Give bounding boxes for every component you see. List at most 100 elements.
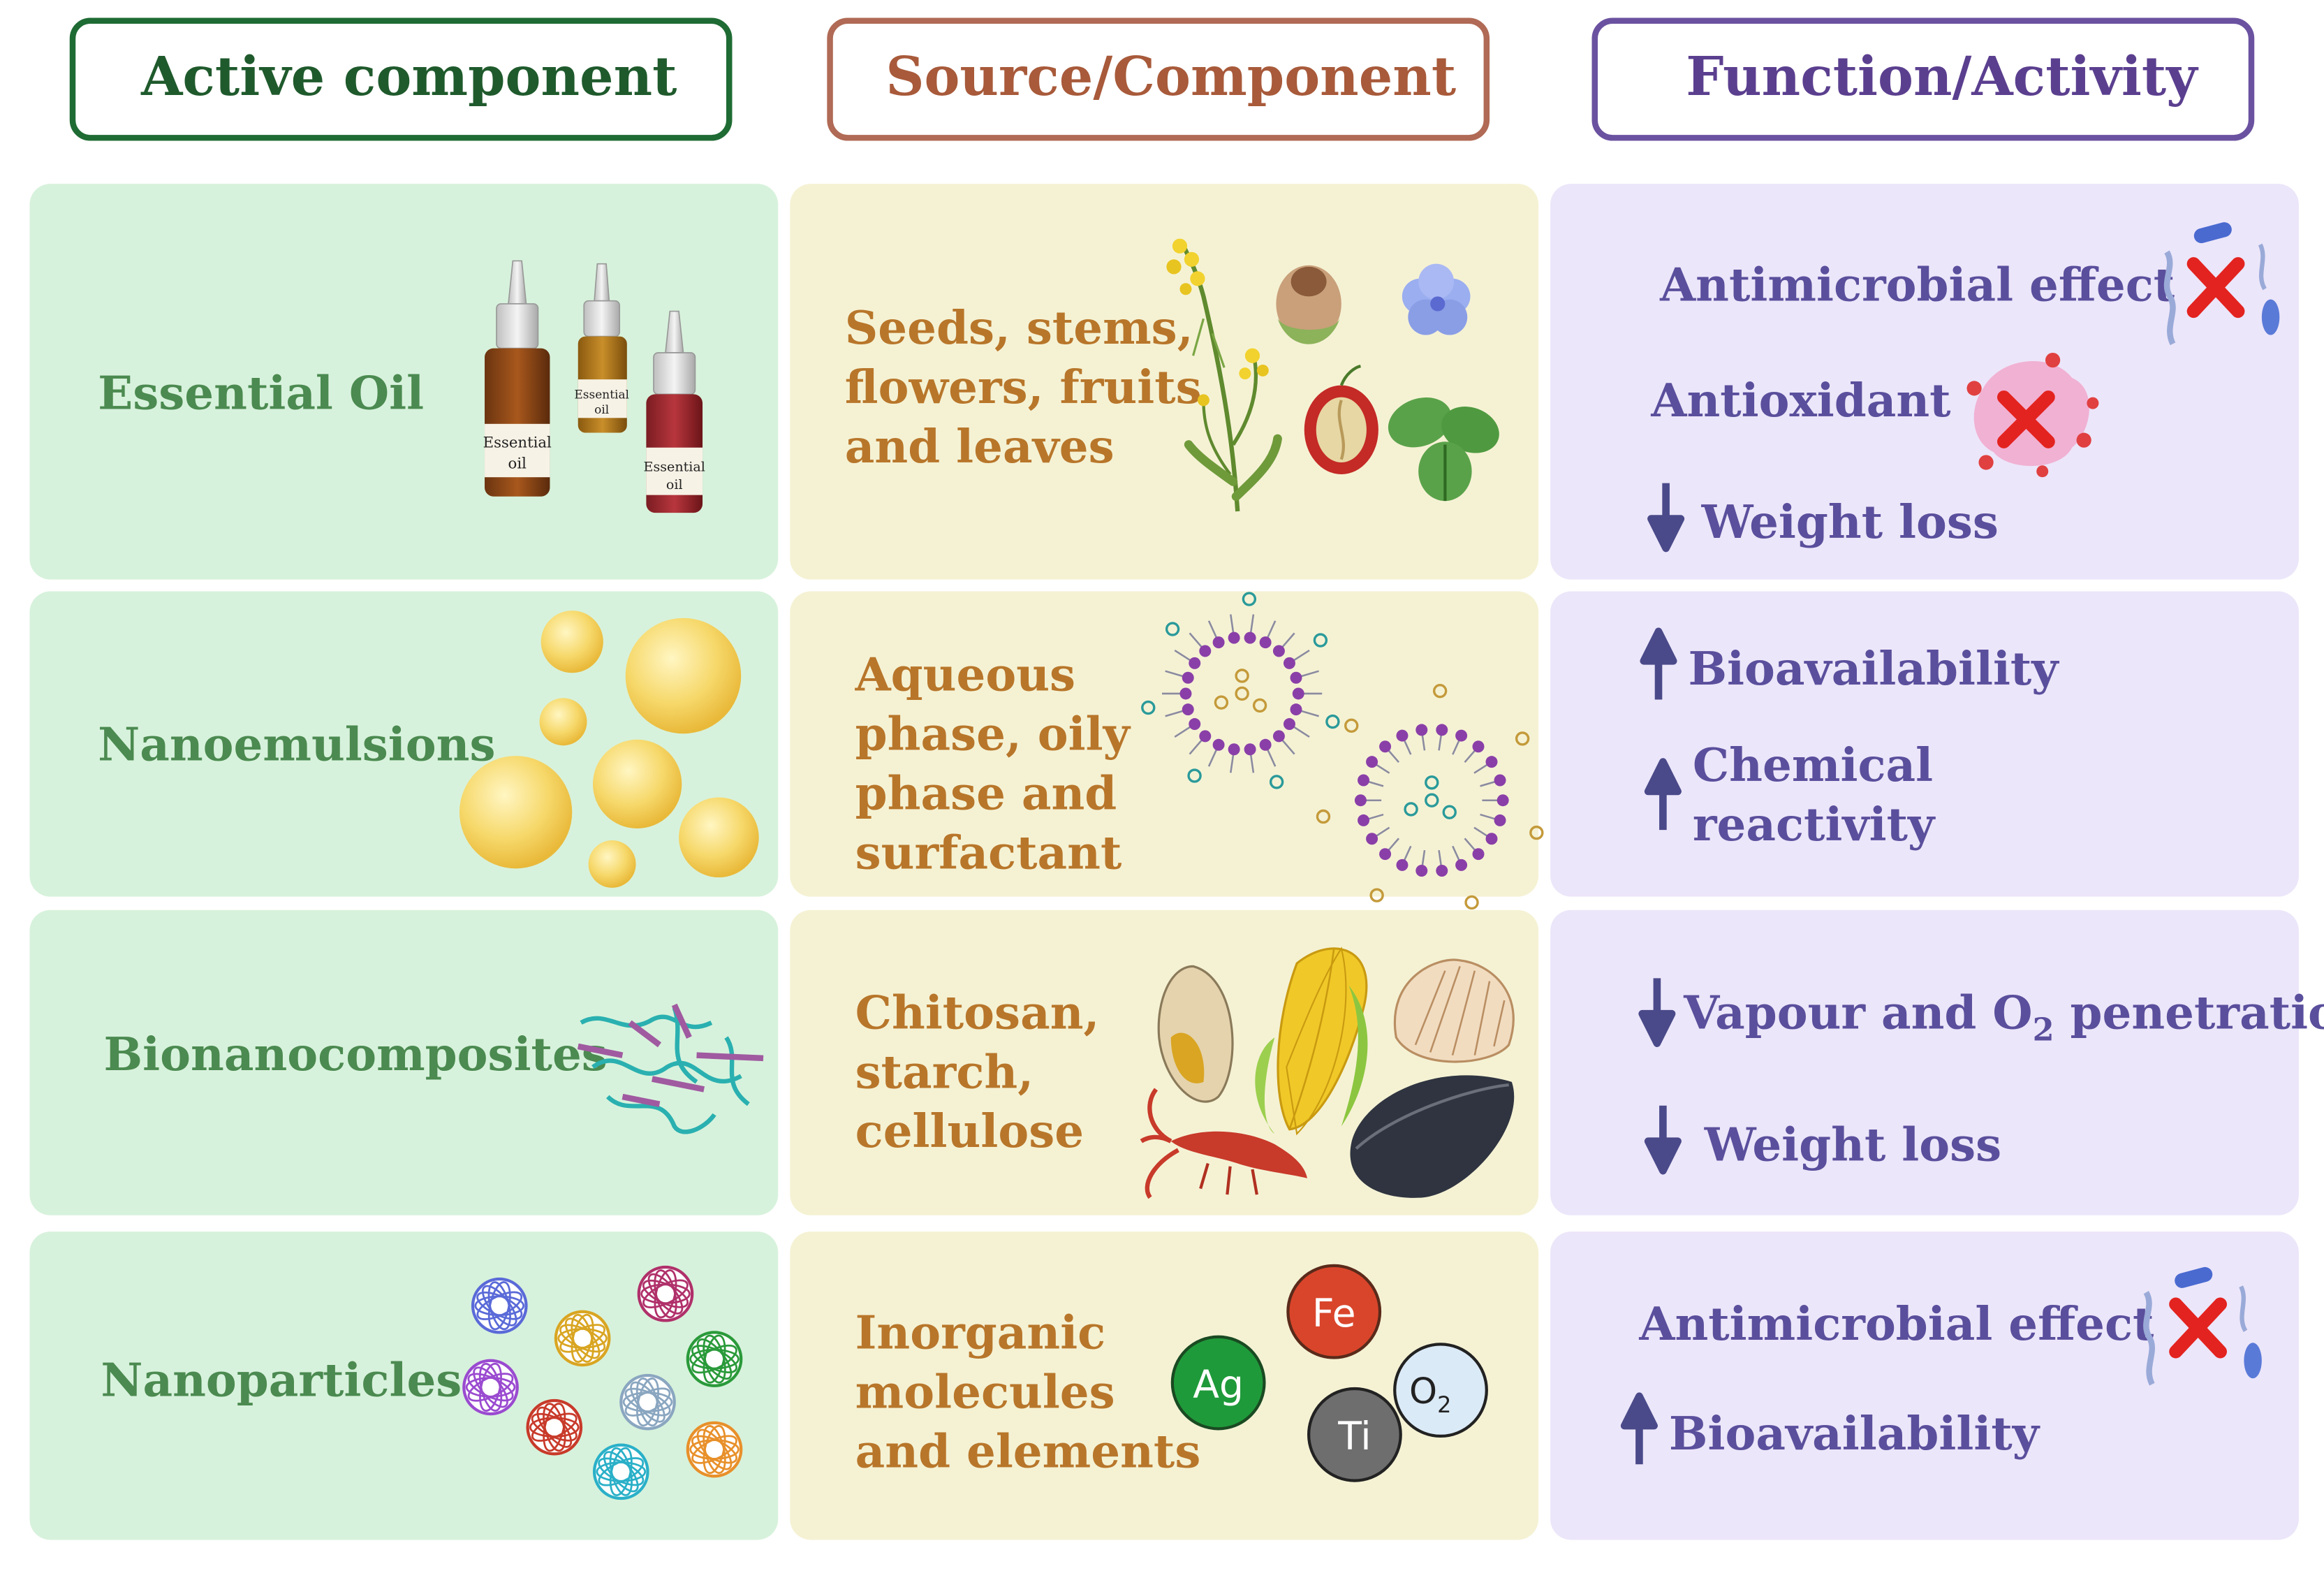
cargo-molecule xyxy=(1425,793,1439,808)
arrow-down-icon xyxy=(1647,483,1685,553)
surfactant-head xyxy=(1358,774,1370,787)
red-bottle-icon: Essential oil xyxy=(644,310,705,513)
surfactant-head xyxy=(1283,718,1295,731)
source-row3-line2: starch, xyxy=(855,1044,1034,1099)
surfactant-head xyxy=(1472,848,1485,861)
surfactant-head xyxy=(1396,858,1409,871)
active-label-bionanocomposites: Bionanocomposites xyxy=(104,1027,608,1081)
surfactant-head xyxy=(1366,833,1378,845)
panel-function-row3 xyxy=(1550,909,2299,1215)
droplet xyxy=(679,797,759,878)
surfactant-head xyxy=(1179,687,1192,700)
active-label-nanoparticles: Nanoparticles xyxy=(101,1353,462,1408)
external-molecule xyxy=(1269,775,1284,789)
source-row1-line2: flowers, fruits xyxy=(845,360,1202,414)
element-ti-icon: Ti xyxy=(1307,1387,1402,1482)
surfactant-head xyxy=(1494,774,1506,787)
red-bottle-label-line2: oil xyxy=(666,476,683,492)
external-molecule xyxy=(1165,622,1180,636)
crayfish-icon xyxy=(1140,1088,1307,1199)
surfactant-head xyxy=(1212,738,1225,751)
surfactant-head xyxy=(1199,730,1212,743)
surfactant-head xyxy=(1292,687,1304,700)
external-molecule xyxy=(1344,718,1359,733)
external-molecule xyxy=(1187,768,1202,783)
header-active-label: Active component xyxy=(140,45,677,108)
surfactant-head xyxy=(1272,730,1285,743)
source-row4-line1: Inorganic xyxy=(855,1306,1106,1360)
surfactant-head xyxy=(1244,631,1256,644)
panel-active-row1 xyxy=(29,184,779,580)
panel-function-row2 xyxy=(1550,591,2299,897)
brown-bottle-icon: Essential oil xyxy=(483,260,552,497)
arrow-up-icon xyxy=(1644,758,1682,831)
nanoparticle-icon xyxy=(554,1310,611,1367)
surfactant-head xyxy=(1290,703,1302,716)
rapeseed-plant-icon xyxy=(1166,238,1282,512)
source-row1-line1: Seeds, stems, xyxy=(845,300,1193,355)
surfactant-head xyxy=(1436,724,1448,736)
radical-cross-icon xyxy=(1966,352,2099,478)
function-row3-text-after: penetration xyxy=(2054,985,2324,1039)
coffee-cherry-icon xyxy=(1304,365,1378,474)
nanoparticle-icon xyxy=(619,1373,676,1431)
droplet xyxy=(592,739,682,829)
flax-flower-icon xyxy=(1402,263,1471,335)
leaves-icon xyxy=(1388,397,1499,502)
cargo-molecule xyxy=(1214,695,1229,710)
brown-bottle-label-line2: oil xyxy=(508,455,527,472)
source-row1-line3: and leaves xyxy=(845,419,1115,474)
surfactant-head xyxy=(1283,657,1295,669)
source-text-row2: Aqueous phase, oily phase and surfactant xyxy=(855,648,1146,880)
header-function-label: Function/Activity xyxy=(1686,45,2199,108)
surfactant-head xyxy=(1259,636,1272,649)
surfactant-head xyxy=(1436,865,1448,877)
element-fe-icon: Fe xyxy=(1286,1264,1382,1359)
panel-active-row4 xyxy=(29,1232,779,1540)
nanoparticle-icon xyxy=(686,1421,743,1478)
source-text-row4: Inorganic molecules and elements xyxy=(855,1306,1201,1479)
header-function-activity: Function/Activity xyxy=(1591,17,2255,141)
function-row3-text-before: Vapour and O xyxy=(1683,985,2033,1039)
surfactant-head xyxy=(1379,740,1392,753)
active-label-nanoemulsions: Nanoemulsions xyxy=(98,717,495,771)
active-label-essential-oil: Essential Oil xyxy=(98,366,424,421)
source-row4-line2: molecules xyxy=(855,1365,1115,1419)
function-row3-vapour-penetration: Vapour and O2 penetration xyxy=(1683,985,2324,1048)
nanoparticle-clusters-icon xyxy=(462,1265,743,1500)
source-row2-line4: surfactant xyxy=(855,825,1122,879)
external-molecule xyxy=(1529,825,1544,840)
surfactant-head xyxy=(1496,794,1509,807)
surfactant-head xyxy=(1455,858,1468,871)
function-row1-weight-loss: Weight loss xyxy=(1701,495,1999,549)
seed-grain-icon xyxy=(1157,965,1234,1103)
cargo-molecule xyxy=(1404,802,1418,817)
source-row2-line2: phase, oily xyxy=(855,707,1131,761)
function-row2-line1: Chemical xyxy=(1693,738,1933,792)
element-fe-label: Fe xyxy=(1312,1292,1356,1336)
surfactant-head xyxy=(1485,756,1498,768)
amber-bottle-icon: Essential oil xyxy=(574,263,629,433)
header-function-frame xyxy=(1591,17,2255,141)
element-o2-subscript: 2 xyxy=(1437,1391,1451,1418)
cargo-molecule xyxy=(1425,775,1439,790)
micelle-icons xyxy=(1141,592,1544,910)
surfactant-head xyxy=(1366,756,1378,768)
external-molecule xyxy=(1313,633,1328,648)
panel-source-row2 xyxy=(790,591,1539,897)
essential-oil-bottles-icon: Essential oil Essential oil Essential oi… xyxy=(483,260,705,513)
droplet xyxy=(625,618,742,734)
header-active-frame xyxy=(69,17,733,141)
surfactant-head xyxy=(1379,848,1392,861)
surfactant-head xyxy=(1182,671,1194,684)
surfactant-head xyxy=(1182,703,1194,716)
header-source-component: Source/Component xyxy=(827,17,1490,141)
bacteria-cross-icon xyxy=(2163,222,2280,346)
amber-bottle-label-line2: oil xyxy=(594,403,609,417)
source-row4-line3: and elements xyxy=(855,1424,1201,1478)
nanoparticle-icon xyxy=(462,1359,519,1416)
emulsion-droplets-icon xyxy=(459,611,759,888)
panel-active-row3 xyxy=(29,909,779,1215)
plant-sources-icon xyxy=(1166,238,1499,512)
nanoparticle-icon xyxy=(686,1331,743,1387)
